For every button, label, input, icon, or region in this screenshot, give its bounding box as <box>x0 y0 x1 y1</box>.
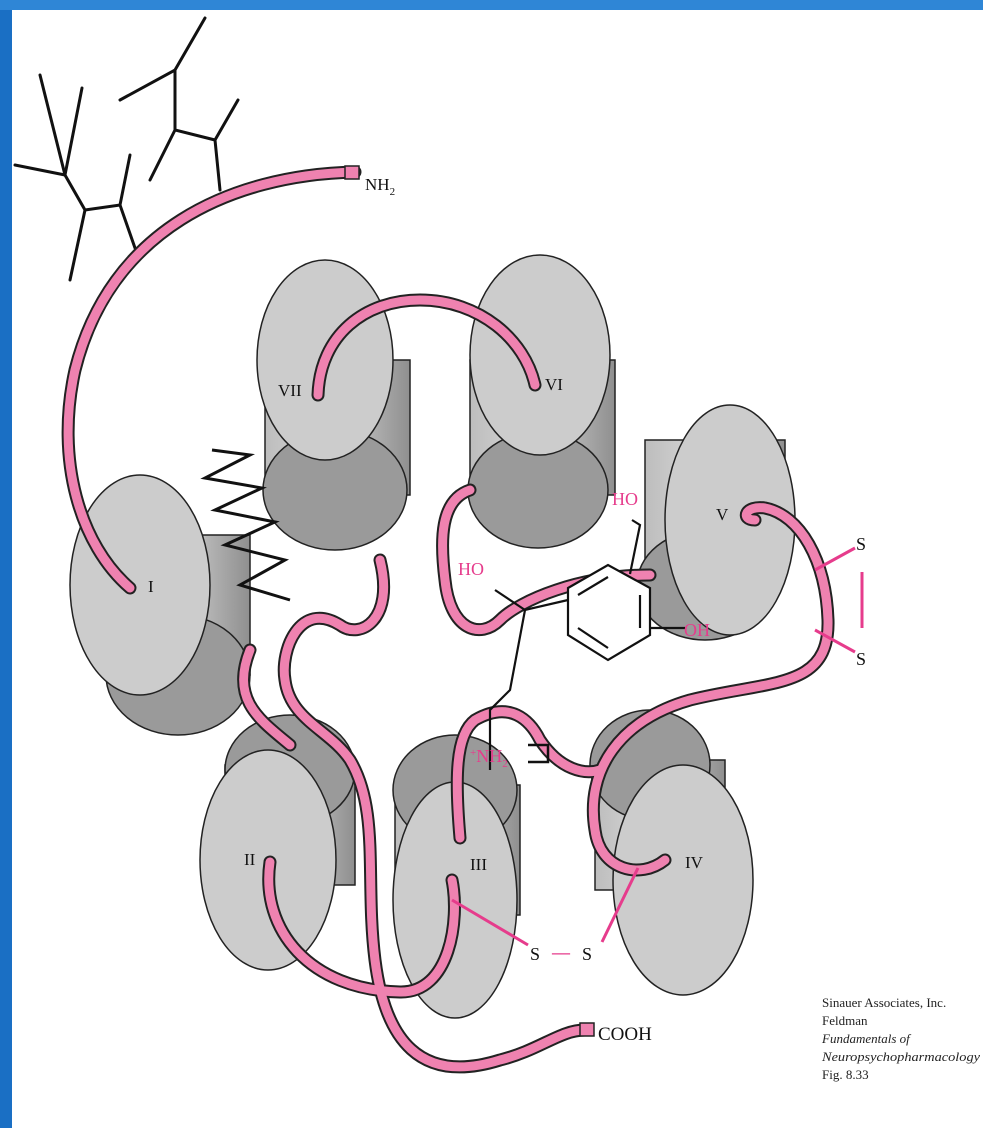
blue-frame-highlight <box>0 0 983 10</box>
ligand-ho-top-label: HO <box>612 489 638 509</box>
disulfide-s-upper: S <box>856 534 866 554</box>
credit-figure-number: Fig. 8.33 <box>822 1067 869 1082</box>
helix-VI <box>468 255 615 548</box>
helix-label-VII: VII <box>278 381 302 400</box>
n-terminus-cap <box>345 166 359 179</box>
disulfide-s-right: S <box>582 944 592 964</box>
credit-book-line1: Fundamentals of <box>821 1031 912 1046</box>
helix-label-III: III <box>470 855 487 874</box>
helix-label-II: II <box>244 850 256 869</box>
ligand-ho-left-label: HO <box>458 559 484 579</box>
disulfide-s-lower: S <box>856 649 866 669</box>
c-terminus-cap <box>580 1023 594 1036</box>
credit-author: Feldman <box>822 1013 868 1028</box>
credit-book-line2: Neuropsychopharmacology <box>821 1049 980 1064</box>
credit-publisher: Sinauer Associates, Inc. <box>822 995 946 1010</box>
c-terminus-label: COOH <box>598 1024 652 1045</box>
disulfide-s-left: S <box>530 944 540 964</box>
helix-label-VI: VI <box>545 375 563 394</box>
helix-label-V: V <box>716 505 729 524</box>
helix-label-IV: IV <box>685 853 704 872</box>
ligand-oh-right-label: OH <box>684 620 710 640</box>
helix-label-I: I <box>148 577 154 596</box>
disulfide-dash: — <box>551 942 571 962</box>
